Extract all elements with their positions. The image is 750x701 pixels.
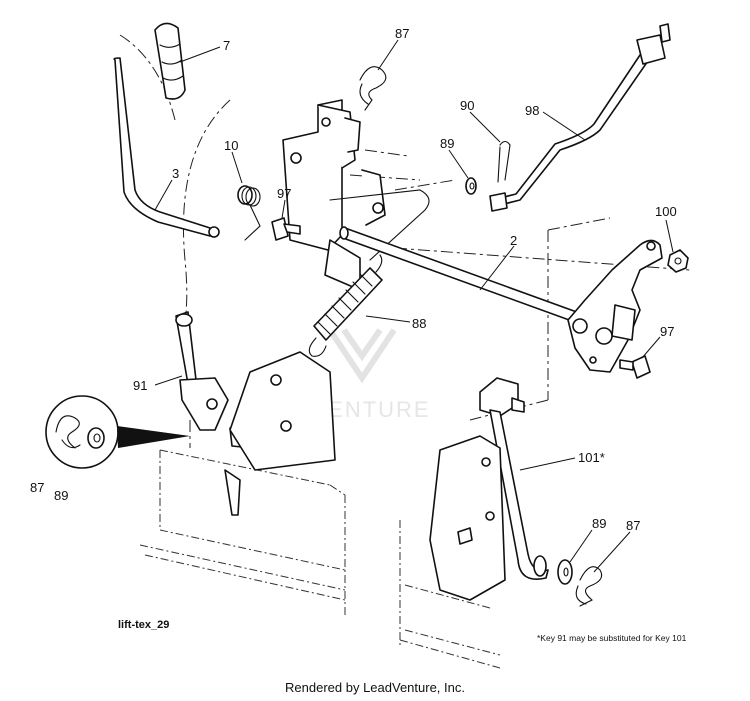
part-90-cotter-pin <box>497 140 511 183</box>
callout-91: 91 <box>133 378 147 393</box>
diagram-code: lift-tex_29 <box>118 619 169 631</box>
part-10-torsion-spring <box>237 185 261 241</box>
lift-bracket <box>282 99 430 291</box>
callout-97-left: 97 <box>277 186 291 201</box>
deck-right <box>399 520 501 669</box>
part-87-hairpin-clip-bottom <box>575 566 603 607</box>
deck-left <box>139 449 346 615</box>
footer-credit: Rendered by LeadVenture, Inc. <box>285 680 465 695</box>
substitution-note: *Key 91 may be substituted for Key 101 <box>537 633 687 643</box>
callout-2: 2 <box>510 233 517 248</box>
callout-89-bottom: 89 <box>592 516 606 531</box>
callout-87-left: 87 <box>30 480 44 495</box>
part-101-lift-link <box>479 377 549 580</box>
callout-98: 98 <box>525 103 539 118</box>
part-100-nut <box>667 249 689 273</box>
callout-89-left: 89 <box>54 488 68 503</box>
callout-101: 101* <box>578 450 605 465</box>
part-88-extension-spring <box>308 254 383 357</box>
callout-3: 3 <box>172 166 179 181</box>
callout-10: 10 <box>224 138 238 153</box>
callout-100: 100 <box>655 204 677 219</box>
part-89-washer-top <box>465 177 477 195</box>
part-3-lift-handle <box>113 57 220 238</box>
callout-88: 88 <box>412 316 426 331</box>
part-89-washer-bottom <box>557 559 573 585</box>
part-7-handle-grip <box>154 22 186 100</box>
leader-lines <box>154 39 674 573</box>
deck-hanger-bracket-left <box>224 351 336 516</box>
callout-90: 90 <box>460 98 474 113</box>
part-87-hairpin-clip-top <box>359 66 387 111</box>
callout-7: 7 <box>223 38 230 53</box>
callout-87-top: 87 <box>395 26 409 41</box>
part-97-bolt-left <box>271 217 301 241</box>
callout-87-bottom: 87 <box>626 518 640 533</box>
part-97-bolt-right <box>619 355 651 379</box>
callouts: 7 87 10 3 97 90 89 98 2 100 88 97 91 87 … <box>30 26 677 533</box>
part-98-lift-link-rod <box>489 23 671 212</box>
deck-hanger-bracket-right <box>429 435 506 601</box>
lift-arm-right <box>567 239 663 373</box>
detail-inset <box>45 395 190 469</box>
callout-97-right: 97 <box>660 324 674 339</box>
callout-89-top: 89 <box>440 136 454 151</box>
